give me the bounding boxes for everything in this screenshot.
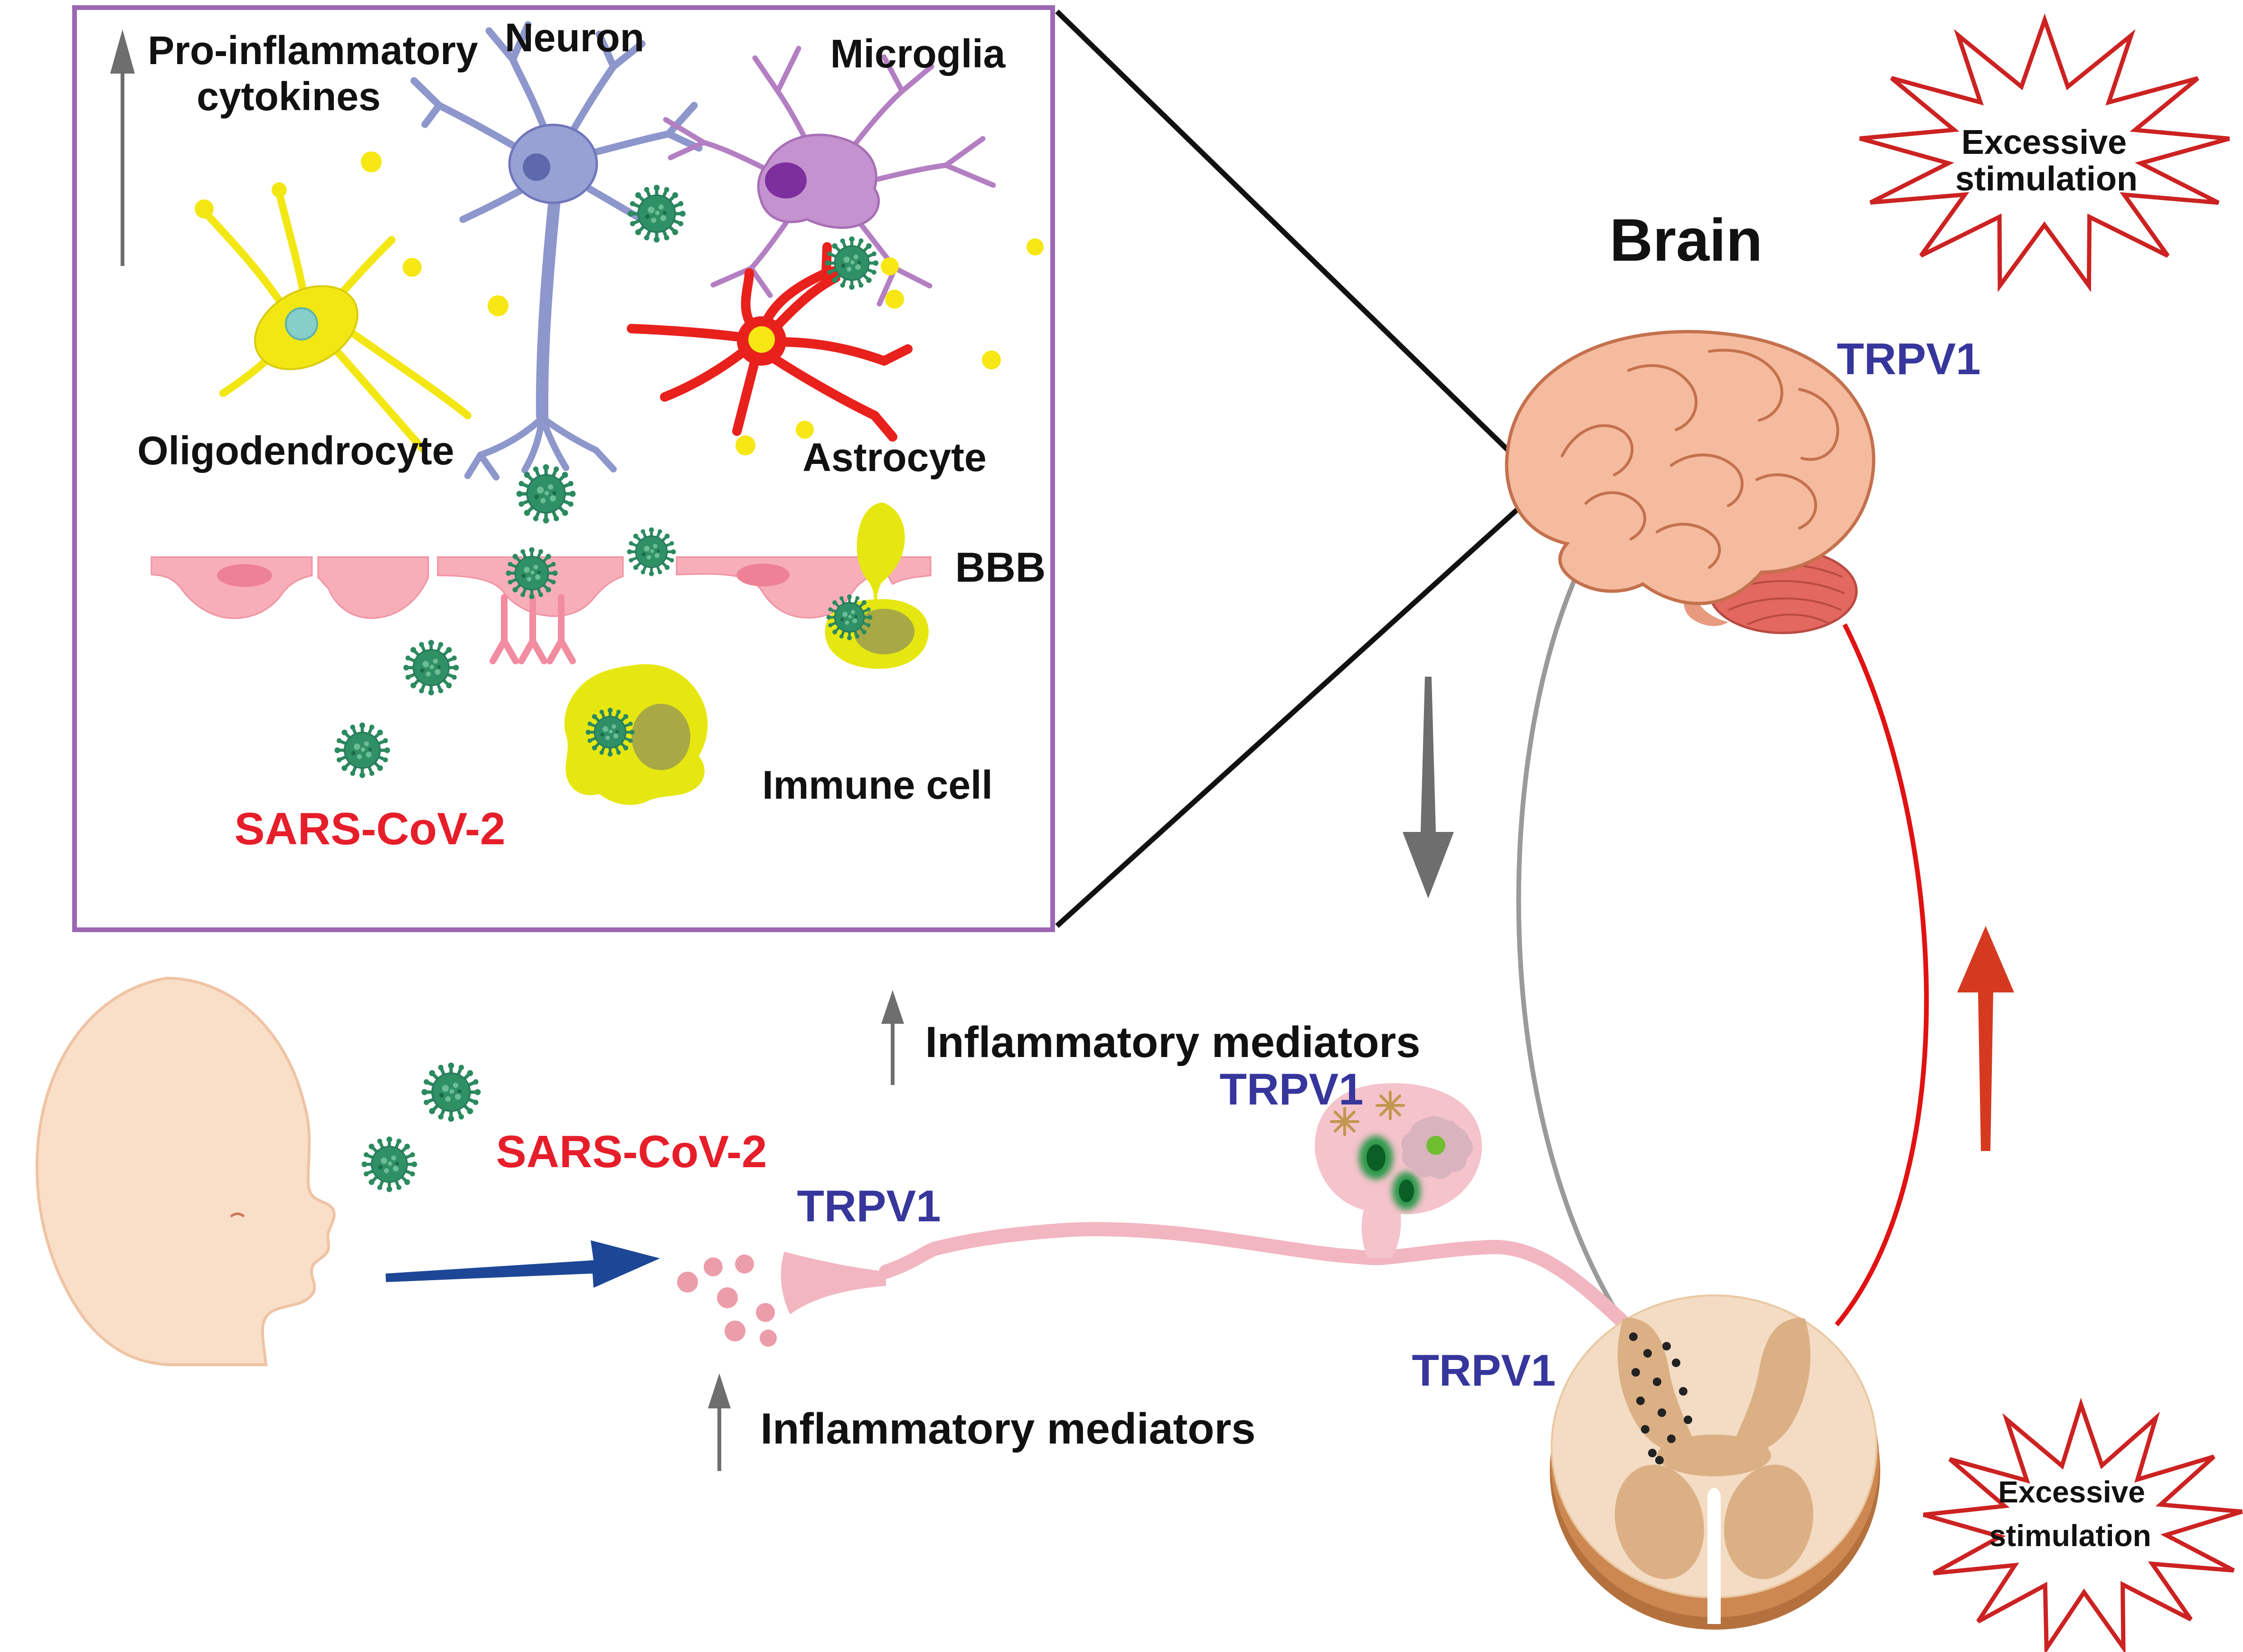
bbb-receptor-feet [490, 594, 576, 664]
astrocyte-nucleus [748, 326, 775, 353]
microglia-branches [663, 46, 996, 307]
oligodendrocyte-nucleus [285, 307, 318, 340]
cytokines-up-arrow-icon [110, 29, 135, 266]
brain-gyri [1561, 349, 1839, 569]
bbb-label: BBB [955, 544, 1046, 591]
inflammation-spark-icon [1330, 1091, 1405, 1136]
neuron-nucleus [523, 153, 550, 181]
spinal-cord-cross-section [1550, 1294, 1880, 1630]
sars-cov-2-inset-label: SARS-CoV-2 [235, 803, 506, 854]
microglia-nucleus [765, 162, 807, 198]
blood-brain-barrier [151, 556, 932, 664]
trpv1-nerve-label: TRPV1 [797, 1181, 941, 1231]
inhalation-arrow-icon [386, 1240, 660, 1288]
nostril-line [230, 1212, 245, 1218]
excessive-top-line2: stimulation [1955, 160, 2138, 198]
excessive-stimulation-top: Excessive stimulation [1859, 13, 2230, 293]
mediator-droplets [677, 1255, 777, 1347]
immune-cell-label: Immune cell [762, 763, 993, 807]
oligodendrocyte-cell [195, 182, 471, 453]
astrocyte-label: Astrocyte [802, 435, 986, 480]
brain-illustration [1505, 330, 1875, 634]
callout-line-top [1055, 9, 1546, 487]
trpv1-expression-dots [1629, 1332, 1692, 1464]
excessive-bottom-line1: Excessive [1998, 1475, 2145, 1509]
brainstem [1683, 584, 1728, 626]
excessive-stimulation-bottom: Excessive stimulation [1923, 1397, 2243, 1652]
trpv1-spinal-label: TRPV1 [1412, 1345, 1556, 1395]
microglia-cell [663, 46, 996, 307]
bbb-cell-nucleus [217, 564, 272, 587]
neuron-axon [536, 198, 561, 418]
excessive-bottom-line2: stimulation [1989, 1519, 2151, 1553]
human-head-profile [35, 976, 336, 1366]
inflammatory-mediators-upper-label: Inflammatory mediators [925, 1018, 1421, 1067]
immune-cell-amoeboid [564, 664, 708, 805]
oligodendrocyte-label: Oligodendrocyte [137, 428, 454, 473]
immune-cell-nucleus [631, 704, 690, 770]
microglia-label: Microglia [830, 31, 1006, 76]
neuron-axon-terminals [464, 415, 617, 481]
posterior-median-fissure [1707, 1488, 1721, 1624]
sars-cov-2-main-label: SARS-CoV-2 [496, 1126, 767, 1177]
bbb-cell-nucleus [736, 564, 790, 586]
down-arrow-icon [1403, 677, 1454, 898]
trpv1-ganglion-label: TRPV1 [1220, 1064, 1364, 1114]
bbb-endothelial-cell [317, 556, 429, 619]
up-arrow-small-icon [708, 1373, 731, 1408]
spinal-gray-matter [1614, 1318, 1814, 1579]
inflammatory-mediators-lower: Inflammatory mediators [708, 1373, 1255, 1471]
inflammatory-mediators-upper: Inflammatory mediators [881, 990, 1420, 1085]
immune-cell-nucleus [854, 609, 914, 654]
callout-lines [1055, 9, 1546, 928]
up-arrow-icon [1957, 926, 2014, 1151]
ascending-pathway-curve [1835, 623, 1929, 1327]
callout-line-bottom [1055, 483, 1546, 928]
inflammatory-mediators-lower-label: Inflammatory mediators [761, 1405, 1256, 1453]
immune-cell-crossing-bbb [825, 502, 929, 669]
nerve-ganglion [1315, 1083, 1482, 1258]
microglia-body [757, 133, 880, 229]
cytokine-dots [361, 151, 1044, 455]
sensory-nerve-fiber [879, 1222, 1631, 1330]
pro-inflammatory-label-line1: Pro-inflammatory [148, 28, 478, 73]
neuron-label: Neuron [505, 15, 644, 60]
bbb-endothelial-cell [151, 556, 313, 619]
starburst-icon [1859, 13, 2230, 293]
neuron-soma [508, 123, 598, 204]
brain-label: Brain [1610, 207, 1762, 274]
brain-inset-panel: Pro-inflammatory cytokines Oligodendrocy… [72, 5, 1055, 932]
bbb-endothelial-cell [676, 556, 872, 619]
up-arrow-small-icon [881, 990, 904, 1024]
trpv1-brain-label: TRPV1 [1837, 334, 1981, 384]
pro-inflammatory-label-line2: cytokines [197, 74, 381, 119]
free-nerve-ending [781, 1252, 886, 1314]
descending-pathway-curve [1516, 564, 1625, 1323]
starburst-icon [1923, 1397, 2243, 1652]
neuron-cell [410, 21, 703, 481]
excessive-top-line1: Excessive [1961, 123, 2127, 161]
astrocyte-cell [627, 242, 913, 442]
